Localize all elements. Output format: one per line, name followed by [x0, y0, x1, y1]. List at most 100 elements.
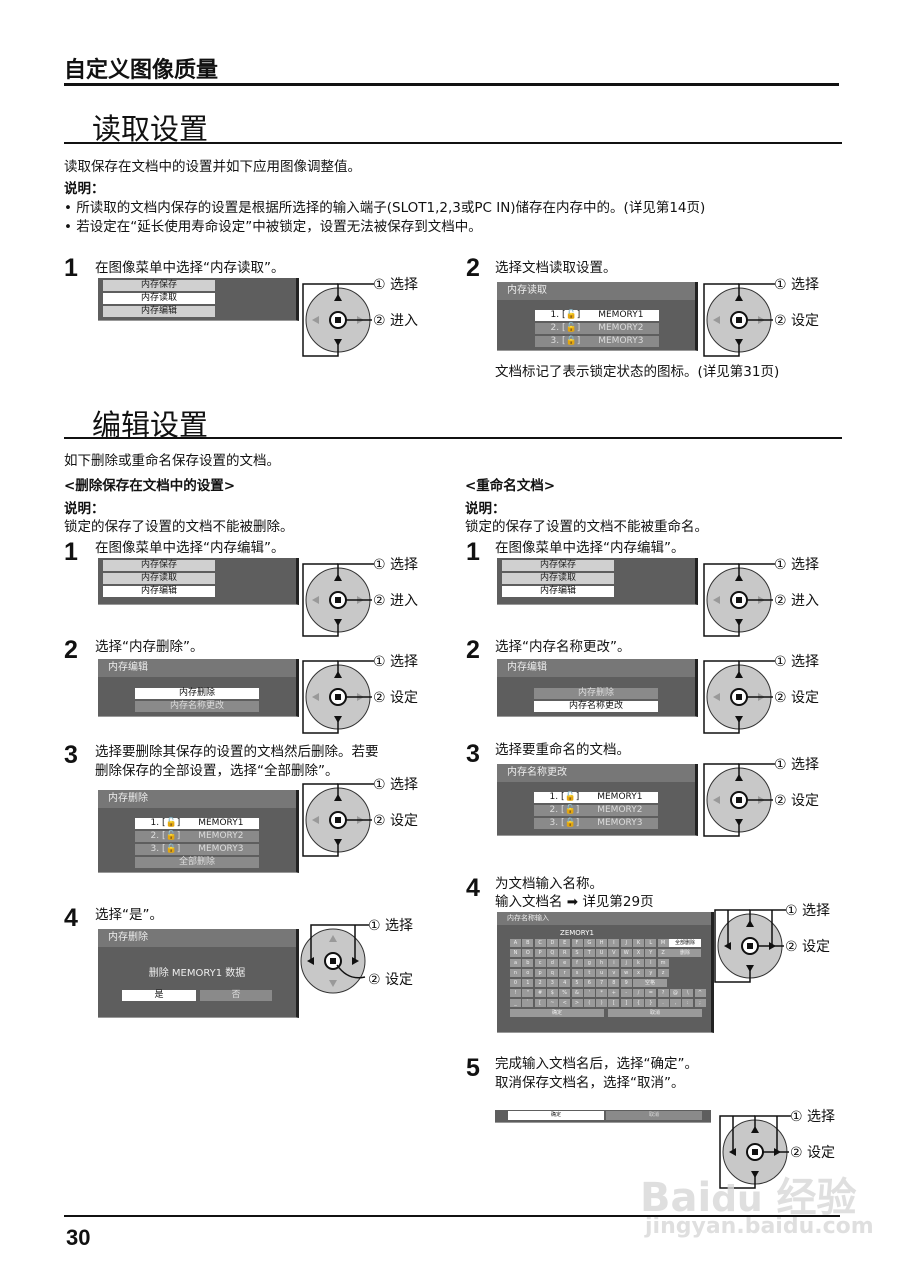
keyboard-key[interactable]: c [534, 959, 546, 967]
keyboard-key[interactable]: F [571, 939, 583, 947]
keyboard-key[interactable]: 7 [596, 979, 608, 987]
keyboard-key[interactable]: a [510, 959, 521, 967]
keyboard-key[interactable]: J [620, 939, 632, 947]
keyboard-key[interactable]: n [510, 969, 521, 977]
keyboard-key[interactable]: = [645, 989, 657, 997]
keyboard-key[interactable]: D [546, 939, 558, 947]
keyboard-key[interactable]: y [645, 969, 657, 977]
keyboard-key[interactable]: 2 [534, 979, 546, 987]
keyboard-key[interactable]: ( [583, 999, 595, 1007]
keyboard-key[interactable]: d [546, 959, 558, 967]
keyboard-key[interactable]: . [657, 999, 669, 1007]
keyboard-key[interactable]: " [522, 989, 534, 997]
keyboard-key[interactable]: + [608, 989, 620, 997]
keyboard-key[interactable]: k [633, 959, 644, 967]
cancel-key[interactable]: 取消 [608, 1009, 702, 1017]
keyboard-key[interactable]: U [596, 949, 608, 957]
keyboard-key[interactable]: O [522, 949, 534, 957]
keyboard-key[interactable]: & [571, 989, 583, 997]
keyboard-key[interactable]: A [510, 939, 521, 947]
keyboard-key[interactable]: 9 [620, 979, 632, 987]
keyboard-key[interactable]: K [633, 939, 644, 947]
keyboard-key[interactable]: P [534, 949, 546, 957]
keyboard-key[interactable]: ] [620, 999, 632, 1007]
keyboard-key[interactable]: @ [669, 989, 681, 997]
ok-key[interactable]: 确定 [510, 1009, 604, 1017]
keyboard-key[interactable]: h [596, 959, 608, 967]
keyboard-key[interactable]: _ [510, 999, 521, 1007]
keyboard-key[interactable]: 8 [608, 979, 620, 987]
keyboard-key[interactable]: # [534, 989, 546, 997]
space-key[interactable]: 空格 [633, 979, 667, 987]
keyboard-key[interactable]: Q [546, 949, 558, 957]
delete-all-key[interactable]: 全部删除 [669, 939, 701, 947]
keyboard-key[interactable]: 0 [510, 979, 521, 987]
keyboard-key[interactable]: v [608, 969, 620, 977]
keyboard-key[interactable]: L [645, 939, 657, 947]
keyboard-key[interactable]: W [620, 949, 632, 957]
keyboard-key[interactable]: j [620, 959, 632, 967]
keyboard-key[interactable]: ? [657, 989, 669, 997]
keyboard-key[interactable]: < [559, 999, 571, 1007]
keyboard-key[interactable]: } [645, 999, 657, 1007]
keyboard-key[interactable]: ! [510, 989, 521, 997]
keyboard-key[interactable]: i [608, 959, 620, 967]
keyboard-key[interactable]: ' [583, 989, 595, 997]
keyboard-key[interactable]: s [571, 969, 583, 977]
keyboard-key[interactable]: - [620, 989, 632, 997]
keyboard-key[interactable]: x [633, 969, 644, 977]
keyboard-key[interactable]: [ [534, 999, 546, 1007]
keyboard-key[interactable]: M [657, 939, 669, 947]
keyboard-key[interactable]: u [596, 969, 608, 977]
keyboard-key[interactable]: C [534, 939, 546, 947]
keyboard-key[interactable]: B [522, 939, 534, 947]
keyboard-key[interactable]: X [633, 949, 644, 957]
ok-button[interactable]: 确定 [508, 1111, 604, 1120]
keyboard-key[interactable]: V [608, 949, 620, 957]
keyboard-key[interactable]: : [682, 999, 694, 1007]
keyboard-key[interactable]: l [645, 959, 657, 967]
cancel-button[interactable]: 取消 [606, 1111, 702, 1120]
keyboard-key[interactable]: Z [657, 949, 669, 957]
keyboard-key[interactable]: ; [694, 999, 706, 1007]
keyboard-key[interactable]: N [510, 949, 521, 957]
keyboard-key[interactable]: H [596, 939, 608, 947]
keyboard-key[interactable]: f [571, 959, 583, 967]
keyboard-key[interactable]: q [546, 969, 558, 977]
keyboard-key[interactable]: g [583, 959, 595, 967]
keyboard-key[interactable]: 4 [559, 979, 571, 987]
keyboard-key[interactable]: ~ [546, 999, 558, 1007]
keyboard-key[interactable]: 3 [546, 979, 558, 987]
keyboard-key[interactable]: { [633, 999, 644, 1007]
keyboard-key[interactable]: S [571, 949, 583, 957]
keyboard-key[interactable]: z [657, 969, 669, 977]
keyboard-key[interactable]: e [559, 959, 571, 967]
keyboard-key[interactable]: G [583, 939, 595, 947]
keyboard-key[interactable]: > [571, 999, 583, 1007]
keyboard-key[interactable]: T [583, 949, 595, 957]
keyboard-key[interactable]: r [559, 969, 571, 977]
keyboard-key[interactable]: t [583, 969, 595, 977]
keyboard-key[interactable]: 6 [583, 979, 595, 987]
keyboard-key[interactable]: [ [608, 999, 620, 1007]
keyboard-key[interactable]: , [669, 999, 681, 1007]
keyboard-key[interactable]: I [608, 939, 620, 947]
keyboard-key[interactable]: o [522, 969, 534, 977]
keyboard-key[interactable]: m [657, 959, 669, 967]
keyboard-key[interactable]: b [522, 959, 534, 967]
keyboard-key[interactable]: w [620, 969, 632, 977]
keyboard-key[interactable]: / [633, 989, 644, 997]
keyboard-key[interactable]: ^ [694, 989, 706, 997]
keyboard-key[interactable]: p [534, 969, 546, 977]
keyboard-key[interactable]: Y [645, 949, 657, 957]
keyboard-key[interactable]: E [559, 939, 571, 947]
keyboard-key[interactable]: * [596, 989, 608, 997]
keyboard-key[interactable]: 1 [522, 979, 534, 987]
keyboard-key[interactable]: ` [522, 999, 534, 1007]
keyboard-key[interactable]: R [559, 949, 571, 957]
delete-key[interactable]: 删除 [669, 949, 701, 957]
keyboard-key[interactable]: \ [682, 989, 694, 997]
keyboard-key[interactable]: $ [546, 989, 558, 997]
keyboard-key[interactable]: 5 [571, 979, 583, 987]
keyboard-key[interactable]: ) [596, 999, 608, 1007]
